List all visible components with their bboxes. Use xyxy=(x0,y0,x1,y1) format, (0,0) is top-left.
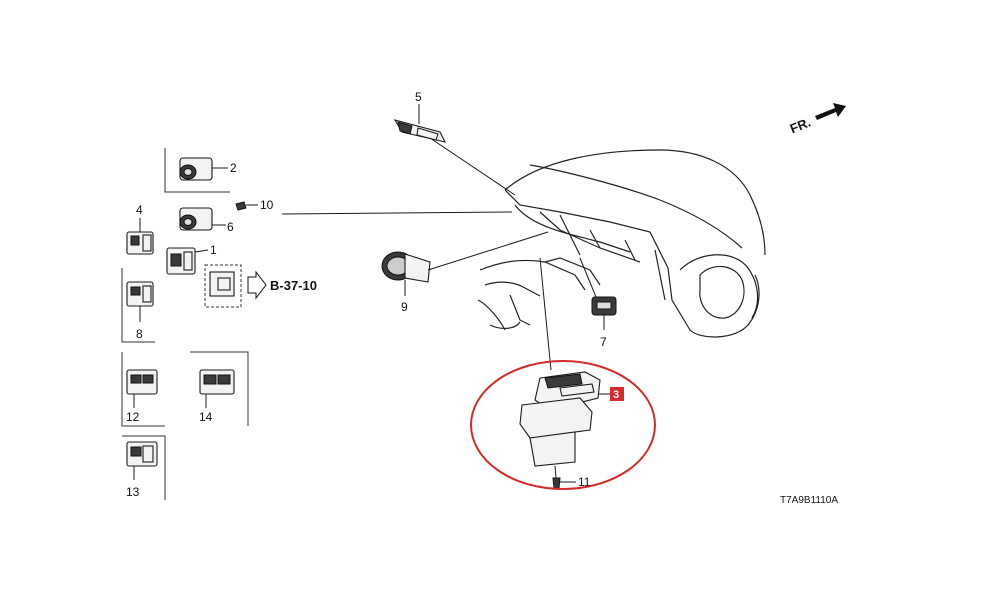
reference-label[interactable]: B-37-10 xyxy=(270,278,317,293)
front-arrow-icon xyxy=(815,103,846,120)
callout-4: 4 xyxy=(136,203,143,217)
part-2-switch[interactable] xyxy=(164,148,230,193)
leader-line-6 xyxy=(281,211,513,215)
callout-1: 1 xyxy=(210,243,217,257)
callout-9: 9 xyxy=(401,300,408,314)
callout-11: 11 xyxy=(578,475,591,489)
vehicle-outline xyxy=(477,149,766,338)
highlighted-callout-box xyxy=(610,387,624,401)
part-7-switch[interactable] xyxy=(579,257,617,330)
callout-3[interactable]: 3 xyxy=(613,389,619,401)
front-direction-indicator: FR. xyxy=(788,103,846,136)
part-12-switch[interactable] xyxy=(121,352,165,427)
diagram-code: T7A9B1110A xyxy=(780,495,838,506)
callout-5: 5 xyxy=(415,90,422,104)
part-14-switch[interactable] xyxy=(190,351,249,426)
callout-10: 10 xyxy=(260,198,274,212)
callout-2: 2 xyxy=(230,161,237,175)
fr-label: FR. xyxy=(788,114,813,136)
part-8-switch[interactable] xyxy=(121,268,155,343)
callout-13: 13 xyxy=(126,485,140,499)
highlight-circle xyxy=(470,360,656,490)
reference-box-b-37-10[interactable] xyxy=(204,264,267,308)
callout-12: 12 xyxy=(126,410,140,424)
callout-7: 7 xyxy=(600,335,607,349)
part-1-switch[interactable] xyxy=(166,247,209,275)
part-4-switch[interactable] xyxy=(126,218,154,255)
callout-6: 6 xyxy=(227,220,234,234)
part-10-screw[interactable] xyxy=(235,201,258,211)
part-3-shift-switch-assembly[interactable] xyxy=(470,257,656,490)
callout-8: 8 xyxy=(136,327,143,341)
part-9-dial[interactable] xyxy=(381,231,549,296)
part-13-switch[interactable] xyxy=(122,435,166,500)
reference-arrow-icon xyxy=(247,270,267,300)
part-6-switch[interactable] xyxy=(179,207,226,231)
part-5-switch[interactable] xyxy=(393,104,516,196)
callout-14: 14 xyxy=(199,410,213,424)
